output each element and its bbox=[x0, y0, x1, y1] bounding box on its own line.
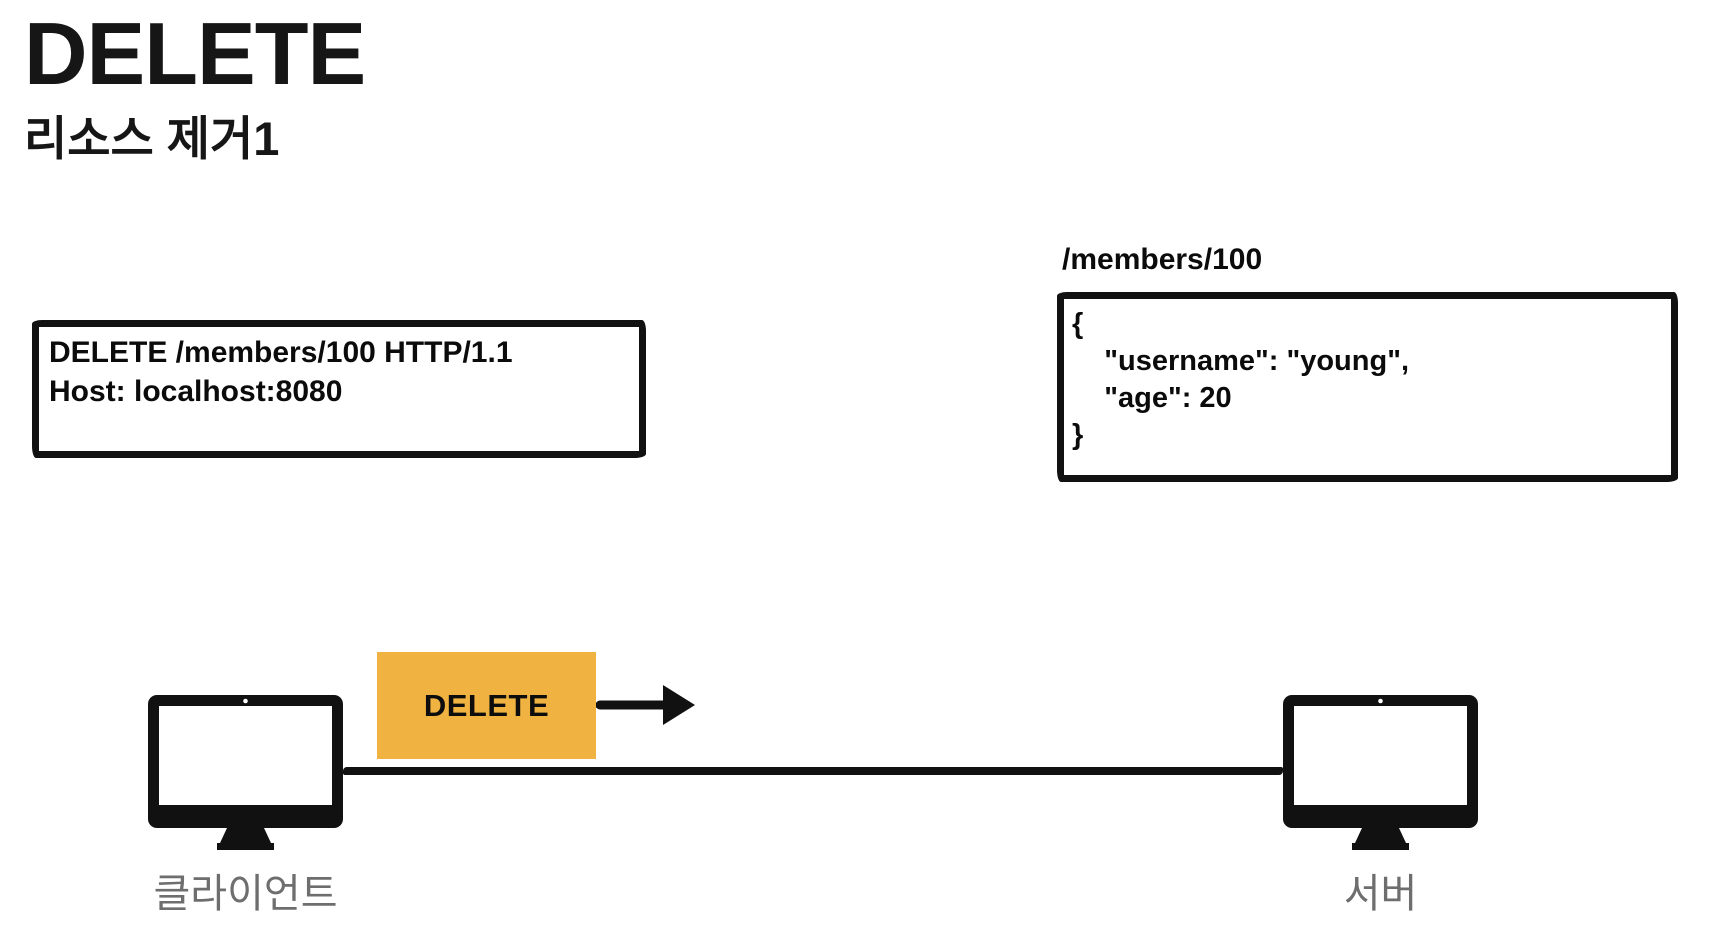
http-request-line: DELETE /members/100 HTTP/1.1 bbox=[49, 336, 513, 369]
server-monitor-icon bbox=[1283, 695, 1478, 850]
http-request-line: Host: localhost:8080 bbox=[49, 375, 343, 408]
slide-subtitle: 리소스 제거1 bbox=[24, 112, 280, 165]
http-request-box: DELETE /members/100 HTTP/1.1 Host: local… bbox=[32, 320, 646, 458]
client-monitor-icon bbox=[148, 695, 343, 850]
resource-json-line: "age": 20 bbox=[1072, 382, 1232, 414]
delete-method-box: DELETE bbox=[377, 652, 596, 759]
server-label: 서버 bbox=[1343, 872, 1418, 916]
client-label: 클라이언트 bbox=[153, 872, 338, 916]
slide-title: DELETE bbox=[24, 4, 366, 103]
resource-json-box: { "username": "young", "age": 20 } bbox=[1057, 292, 1678, 482]
resource-json-line: { bbox=[1072, 308, 1084, 340]
client-server-connection-line bbox=[343, 767, 1283, 775]
resource-path-label: /members/100 bbox=[1062, 243, 1263, 276]
delete-method-label: DELETE bbox=[423, 687, 550, 723]
resource-json-line: "username": "young", bbox=[1072, 345, 1409, 377]
arrow-right-icon bbox=[596, 685, 695, 725]
resource-json-line: } bbox=[1072, 419, 1084, 451]
